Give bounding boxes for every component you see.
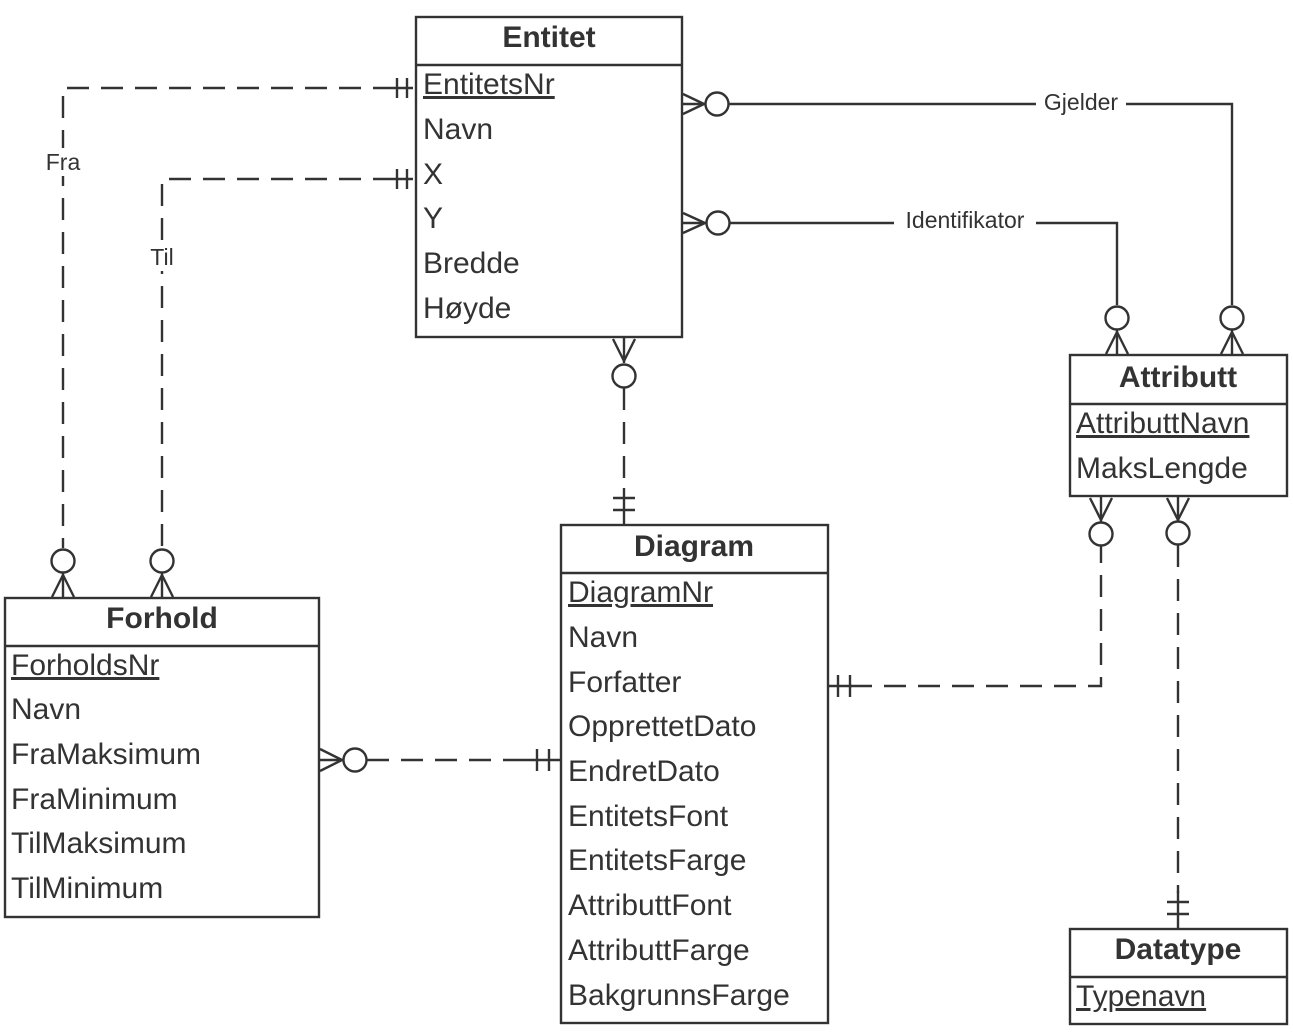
- entity-attribute: Navn: [423, 113, 493, 146]
- entity-attribute: Forfatter: [568, 666, 681, 699]
- entity-attribute: FraMinimum: [11, 783, 178, 816]
- entity-datatype[interactable]: Datatype Typenavn: [1068, 927, 1289, 1026]
- relationship-til: Til: [144, 169, 413, 598]
- relationship-forhold-diagram: [319, 747, 561, 773]
- entity-diagram[interactable]: Diagram DiagramNr Navn Forfatter Opprett…: [559, 523, 830, 1025]
- entity-attribute: Høyde: [423, 292, 511, 325]
- entity-attribute: TilMaksimum: [11, 827, 187, 860]
- entity-title: Diagram: [634, 530, 754, 563]
- entity-attribute: TilMinimum: [11, 872, 163, 905]
- entity-attribute: Y: [423, 202, 443, 235]
- relationship-fra: Fra: [40, 78, 413, 598]
- entity-title: Entitet: [502, 21, 595, 54]
- entity-attribute: MaksLengde: [1076, 452, 1248, 485]
- relationship-label-identifikator: Identifikator: [906, 207, 1025, 233]
- entity-attribute-key: DiagramNr: [568, 576, 713, 609]
- entity-attribute: AttributtFont: [568, 889, 732, 922]
- relationship-entitet-diagram: [611, 337, 637, 524]
- entity-attribute: Navn: [11, 693, 81, 726]
- entity-attribute: Bredde: [423, 247, 520, 280]
- entity-attribute: X: [423, 158, 443, 191]
- entity-forhold[interactable]: Forhold ForholdsNr Navn FraMaksimum FraM…: [3, 596, 321, 919]
- entity-attribute: EndretDato: [568, 755, 720, 788]
- entity-attribute-key: ForholdsNr: [11, 649, 159, 682]
- entity-attribute-key: AttributtNavn: [1076, 407, 1249, 440]
- entity-attribute: OpprettetDato: [568, 710, 756, 743]
- entity-title: Datatype: [1115, 933, 1242, 966]
- relationship-attributt-datatype: [1165, 497, 1191, 928]
- entity-title: Forhold: [106, 602, 218, 635]
- entity-entitet[interactable]: Entitet EntitetsNr Navn X Y Bredde Høyde: [414, 15, 684, 339]
- entity-attribute-key: EntitetsNr: [423, 68, 555, 101]
- relationship-identifikator: Identifikator: [682, 207, 1130, 355]
- entity-attribute: EntitetsFarge: [568, 844, 746, 877]
- relationship-label-fra: Fra: [46, 149, 81, 175]
- entity-attribute: BakgrunnsFarge: [568, 979, 790, 1012]
- entity-attribute: AttributtFarge: [568, 934, 750, 967]
- entity-attribute: FraMaksimum: [11, 738, 201, 771]
- entity-attribute: EntitetsFont: [568, 800, 729, 833]
- relationship-gjelder: Gjelder: [682, 89, 1245, 355]
- relationship-diagram-attributt: [828, 497, 1114, 697]
- relationship-label-til: Til: [150, 244, 173, 270]
- entity-title: Attributt: [1119, 361, 1237, 394]
- entity-attributt[interactable]: Attributt AttributtNavn MaksLengde: [1068, 353, 1289, 498]
- relationship-label-gjelder: Gjelder: [1044, 89, 1118, 115]
- entity-attribute-key: Typenavn: [1076, 980, 1206, 1013]
- entity-attribute: Navn: [568, 621, 638, 654]
